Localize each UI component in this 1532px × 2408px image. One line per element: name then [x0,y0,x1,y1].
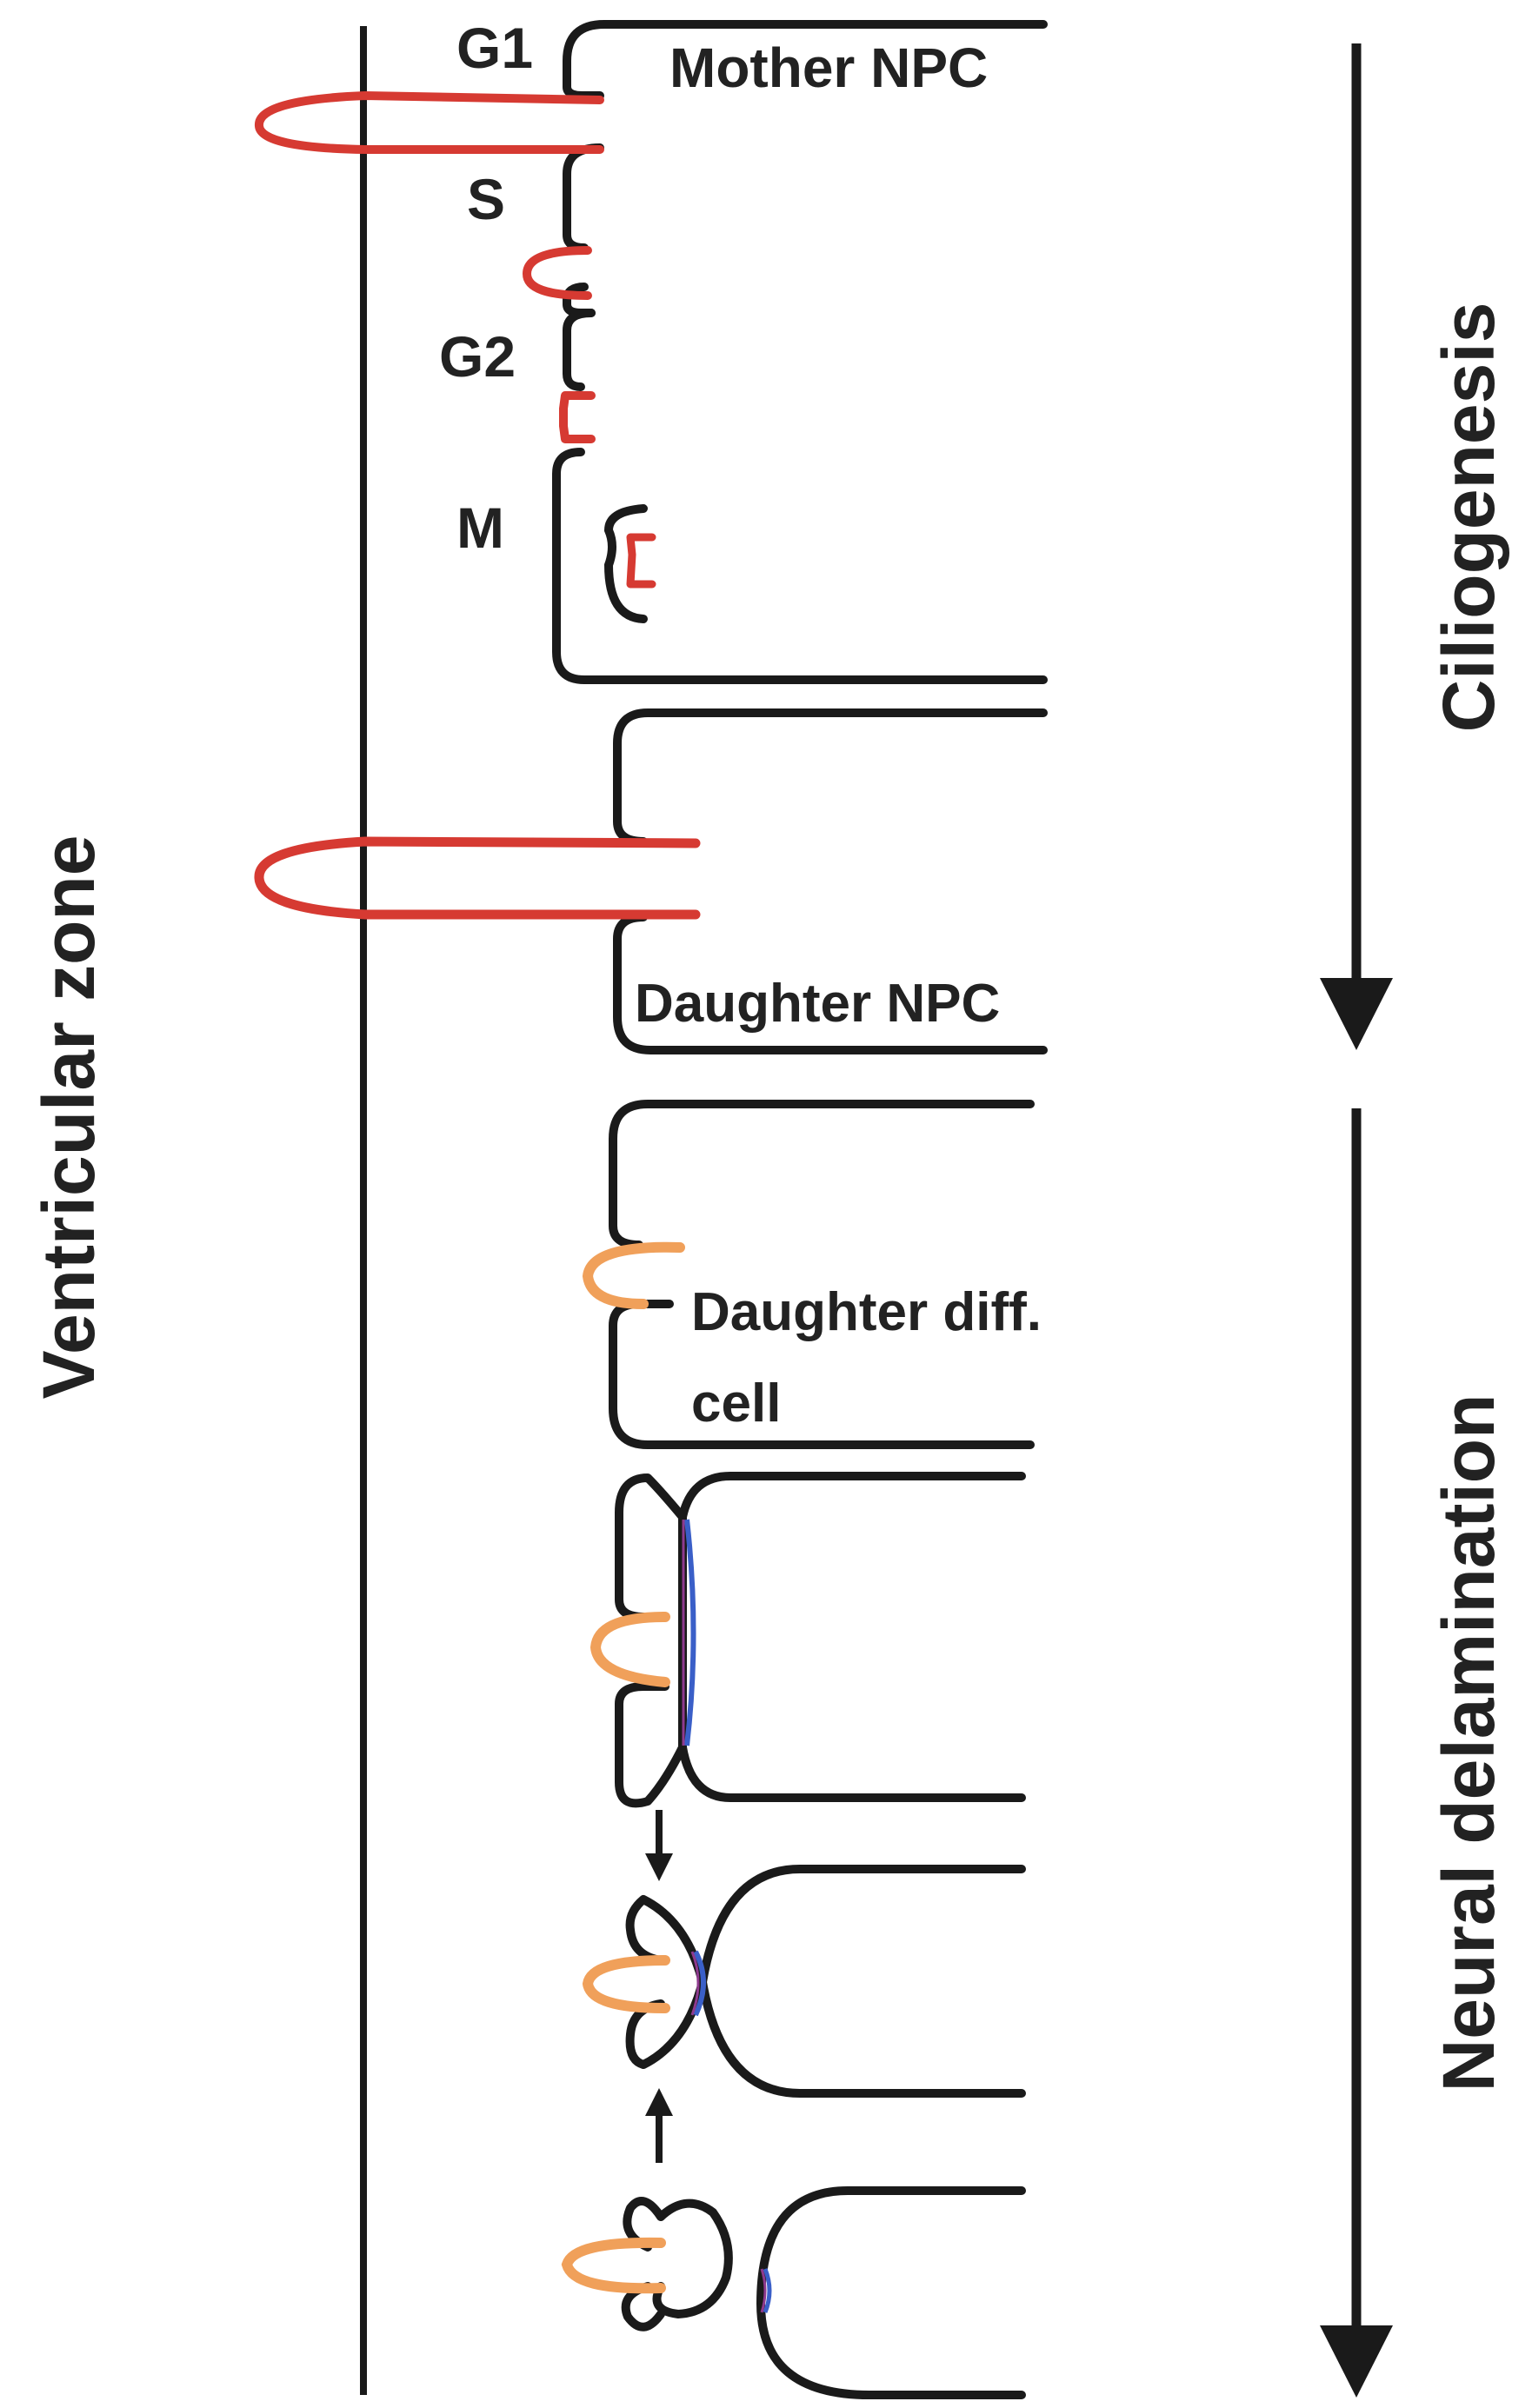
daughter-diff-cell [609,1100,1035,1449]
g1-cilium [255,90,604,154]
label-s: S [467,167,505,231]
delamination-step-2-junction-blue [693,1950,706,2017]
delamination-step-3-junction-purple [760,2268,767,2313]
label-daughter-diff-line1: Daughter diff. [691,1282,1042,1342]
m-phase-centrosome-outer [603,504,648,623]
s-phase-cilium [522,246,592,300]
label-daughter-diff-line2: cell [691,1374,781,1433]
delamination-step-3-cilium [561,2237,666,2294]
label-neural-delamination: Neural delamination [1428,1394,1509,2092]
label-ventricular-zone: Ventricular zone [28,835,110,1400]
delamination-step-2-cilium [582,1955,670,2013]
label-mother-npc: Mother NPC [669,37,988,99]
delamination-step-3-junction-blue [763,2268,772,2313]
delamination-step-3-basal-cell [756,2186,1026,2399]
label-g2: G2 [439,324,516,389]
ciliogenesis-arrow-head [1320,978,1393,1050]
daughter-diff-cilium [582,1241,685,1309]
delamination-step-1-cilium [589,1612,670,1687]
daughter-npc-cilium [254,836,701,920]
g2-cilium [559,391,596,443]
m-phase-centrosome-inner [626,533,656,589]
delamination-step-1 [615,1472,1026,1808]
label-m: M [456,496,504,560]
neural-delamination-arrow-head [1320,2325,1393,2398]
label-ciliogenesis: Ciliogenesis [1428,303,1509,733]
delamination-step-3-apical-cell [621,2197,733,2332]
label-daughter-npc: Daughter NPC [635,974,1000,1034]
delamination-step-2 [625,1865,1026,2098]
delamination-step-2-junction-purple [690,1951,700,2016]
label-g1: G1 [456,16,533,80]
delamination-step-1-junction-blue [684,1519,696,1746]
